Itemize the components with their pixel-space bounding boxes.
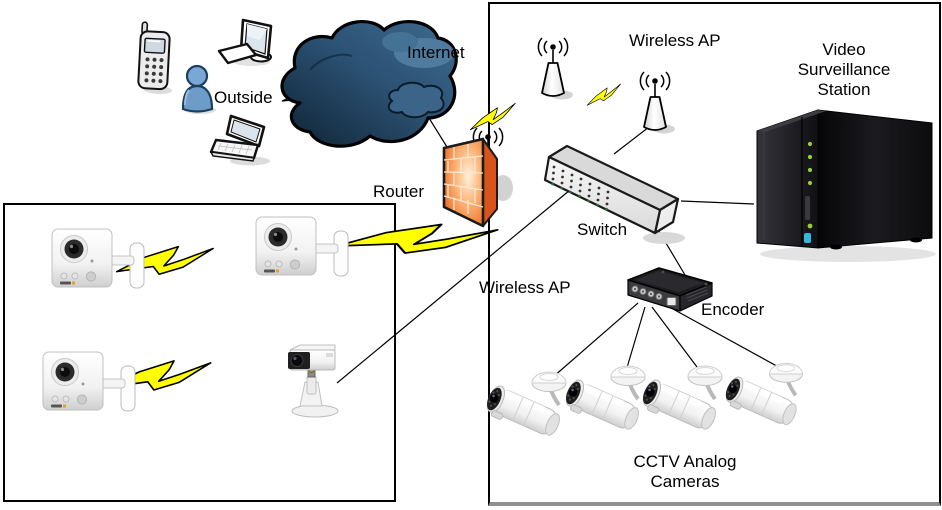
nas-station-icon bbox=[756, 109, 936, 262]
box-camera-icon bbox=[288, 344, 339, 418]
wireless-cameras-zone-box bbox=[3, 203, 396, 502]
encoder-icon bbox=[627, 267, 713, 312]
ip-cube-camera-icon bbox=[42, 351, 136, 412]
line-switch-to-station bbox=[680, 200, 755, 205]
cctv-bullet-camera-icon bbox=[559, 364, 647, 439]
router-label: Router bbox=[373, 182, 425, 201]
wireless-ap-cone-icon bbox=[537, 37, 574, 101]
video-label-line1: Video bbox=[822, 40, 866, 59]
firewall-router-icon bbox=[442, 127, 513, 228]
wireless-ap-cone-icon bbox=[639, 71, 676, 135]
ip-cube-camera-icon bbox=[255, 216, 349, 277]
connection-lines bbox=[336, 109, 785, 384]
cctv-bullet-camera-icon bbox=[719, 361, 805, 434]
cctv-analog-cameras-label: CCTV Analog Cameras bbox=[619, 452, 751, 492]
user-icon bbox=[181, 64, 216, 114]
cctv-label-line1: CCTV Analog bbox=[633, 452, 737, 471]
switch-icon bbox=[543, 144, 685, 244]
cctv-bullet-camera-icon bbox=[480, 370, 568, 445]
wireless-ap-label-side: Wireless AP bbox=[479, 278, 571, 297]
line-encoder-to-cctv1 bbox=[552, 302, 639, 378]
line-ap2-to-switch bbox=[613, 126, 650, 155]
encoder-label: Encoder bbox=[701, 300, 765, 319]
internet-label: Internet bbox=[407, 43, 465, 62]
lightning-link-icon bbox=[334, 221, 500, 257]
internet-cloud-icon bbox=[280, 20, 458, 148]
switch-label: Switch bbox=[577, 220, 628, 239]
line-encoder-to-cctv4 bbox=[661, 302, 785, 371]
line-encoder-to-cctv2 bbox=[625, 306, 646, 372]
ip-cube-camera-icon bbox=[51, 228, 145, 289]
video-surveillance-station-label: Video Surveillance Station bbox=[785, 40, 903, 100]
wireless-ap-label-top: Wireless AP bbox=[629, 31, 721, 50]
line-encoder-to-cctv3 bbox=[651, 306, 701, 372]
cctv-bullet-camera-icon bbox=[636, 364, 724, 439]
line-switch-to-box-camera bbox=[336, 189, 571, 384]
video-label-line3: Station bbox=[817, 80, 871, 99]
lightning-link-icon bbox=[466, 99, 520, 135]
surveillance-lan-zone-box bbox=[488, 2, 941, 506]
laptop-icon bbox=[209, 114, 270, 166]
video-label-line2: Surveillance bbox=[797, 60, 891, 79]
mobile-phone-icon bbox=[137, 21, 172, 95]
desktop-computer-icon bbox=[217, 18, 273, 66]
lightning-link-icon bbox=[583, 81, 625, 109]
outside-label: Outside bbox=[214, 88, 273, 107]
cctv-label-line2: Cameras bbox=[650, 472, 720, 491]
